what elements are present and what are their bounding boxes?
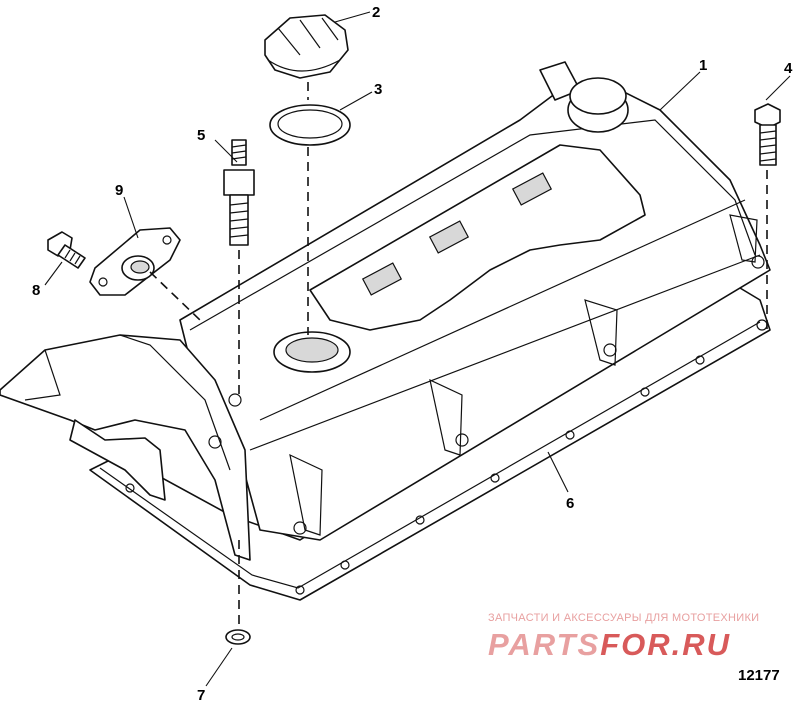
valve-cover [0,61,771,561]
stud-washer [225,629,251,645]
leader-lines [44,11,791,687]
watermark-logo-part1: PARTS [488,627,601,662]
callout-4: 4 [784,60,793,77]
cover-stud [223,139,255,246]
callout-7: 7 [197,687,205,704]
callout-9: 9 [115,182,123,199]
callout-5: 5 [197,127,205,144]
watermark-logo-part2: FOR.RU [600,627,732,662]
watermark-tagline: ЗАПЧАСТИ И АКСЕССУАРЫ ДЛЯ МОТОТЕХНИКИ [488,612,760,624]
figure-number: 12177 [738,667,780,684]
callout-3: 3 [374,81,382,98]
flange-screw [47,231,86,269]
breather-flange [89,227,181,296]
callout-labels: 1 2 3 4 5 6 7 8 9 [32,4,793,704]
callout-8: 8 [32,282,40,299]
assembly-lines [149,82,768,625]
cover-bolt [754,103,781,166]
oil-filler-cap [264,14,349,79]
callout-6: 6 [566,495,574,512]
callout-2: 2 [372,4,380,21]
callout-1: 1 [699,57,707,74]
watermark-logo: PARTSFOR.RU [488,627,731,663]
filler-cap-seal [269,104,351,146]
